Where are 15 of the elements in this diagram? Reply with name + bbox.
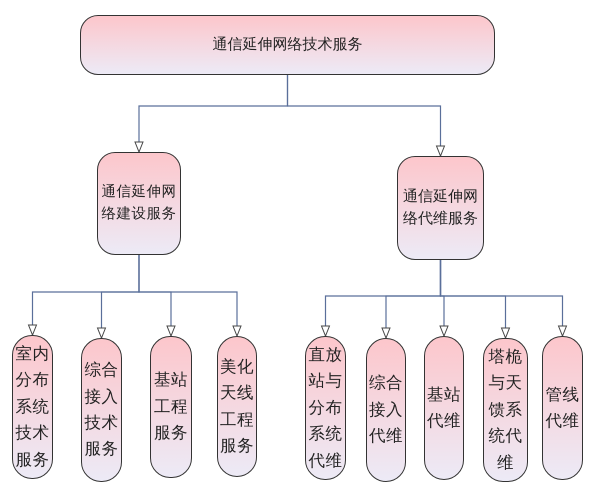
arrow [440,260,567,336]
service-capsule: 综合接入代维 [366,338,406,482]
service-capsule: 基站代维 [424,336,464,480]
service-capsule: 塔桅与天馈系统代维 [483,338,528,482]
category-box: 通信延伸网络建设服务 [97,152,181,255]
service-capsule: 室内分布系统技术服务 [12,335,53,479]
category-box: 通信延伸网络代维服务 [397,156,484,260]
service-capsule: 美化天线工程服务 [217,336,257,477]
service-capsule: 管线代维 [542,336,583,480]
service-capsule: 基站工程服务 [150,336,192,478]
service-box: 通信延伸网络技术服务 [80,15,495,75]
arrow [138,255,242,336]
arrow [286,75,445,156]
service-capsule: 直放站与分布系统代维 [305,336,346,480]
service-capsule: 综合接入技术服务 [81,338,122,482]
